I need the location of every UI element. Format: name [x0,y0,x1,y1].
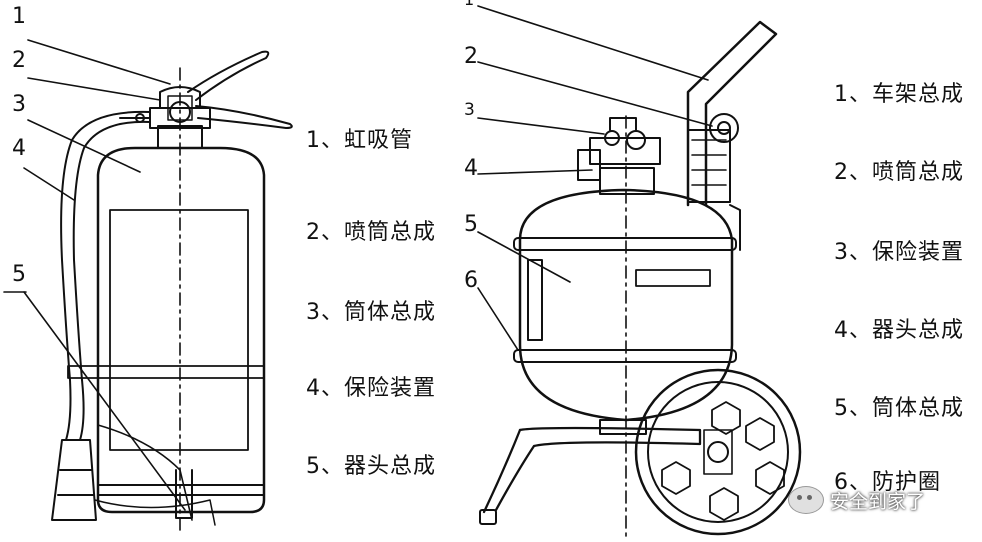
right-legend-item-2: 2、喷筒总成 [834,160,964,185]
right-callout-5: 5 [464,212,478,237]
right-callout-6: 6 [464,268,478,293]
left-callout-1: 1 [12,4,26,29]
left-callout-5: 5 [12,262,26,287]
right-callout-3: 3 [464,100,475,120]
left-legend-item-1: 1、虹吸管 [306,128,413,153]
left-callout-2: 2 [12,48,26,73]
right-callout-2: 2 [464,44,478,69]
left-legend-item-3: 3、筒体总成 [306,300,436,325]
right-legend-item-4: 4、器头总成 [834,318,964,343]
left-callout-4: 4 [12,136,26,161]
right-legend-item-5: 5、筒体总成 [834,396,964,421]
right-legend-item-3: 3、保险装置 [834,240,964,265]
wechat-icon [788,486,824,514]
watermark-text: 安全到家了 [830,490,926,513]
left-legend-item-2: 2、喷筒总成 [306,220,436,245]
right-extinguisher [477,5,802,541]
left-callout-3: 3 [12,92,26,117]
right-callout-4: 4 [464,156,478,181]
right-legend-item-1: 1、车架总成 [834,82,964,107]
left-extinguisher [3,39,293,531]
right-callout-1: 1 [464,0,474,9]
right-legend-item-6: 6、防护圈 [834,470,941,495]
left-legend-item-4: 4、保险装置 [306,376,436,401]
left-legend-item-5: 5、器头总成 [306,454,436,479]
watermark: 安全到家了 [788,486,925,514]
